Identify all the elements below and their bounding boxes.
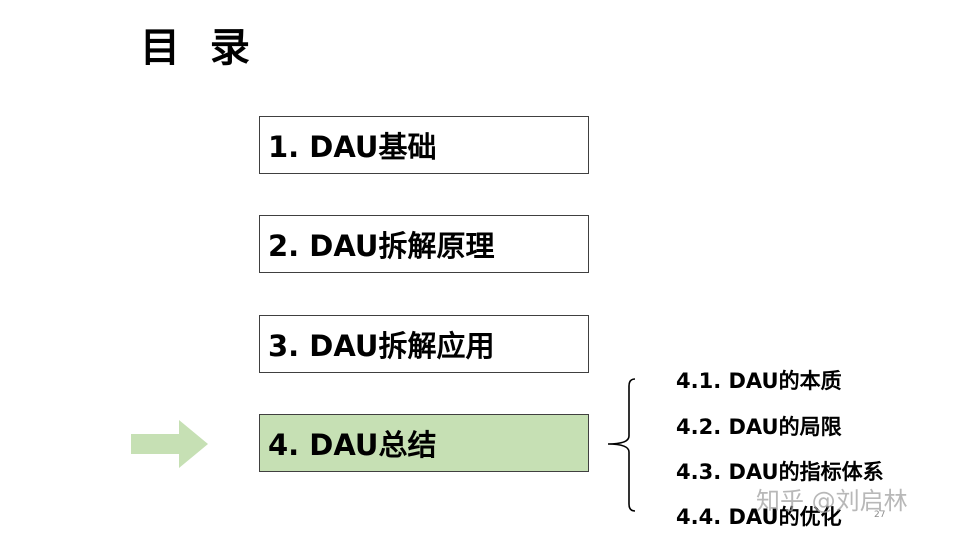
subsection-4-2[interactable]: 4.2. DAU的局限 bbox=[676, 415, 842, 439]
watermark: 知乎 @刘启林 bbox=[756, 487, 908, 515]
section-box-4-active[interactable]: 4. DAU总结 bbox=[259, 414, 589, 472]
curly-brace-icon bbox=[607, 378, 636, 512]
subsection-4-4[interactable]: 4.4. DAU的优化 bbox=[676, 505, 842, 529]
section-label-3: 3. DAU拆解应用 bbox=[268, 329, 495, 363]
section-label-1: 1. DAU基础 bbox=[268, 130, 437, 164]
page-title: 目 录 bbox=[140, 25, 258, 71]
subsection-4-1[interactable]: 4.1. DAU的本质 bbox=[676, 369, 842, 393]
page-number: 27 bbox=[874, 510, 886, 520]
section-box-2[interactable]: 2. DAU拆解原理 bbox=[259, 215, 589, 273]
section-label-4: 4. DAU总结 bbox=[268, 428, 437, 462]
section-box-1[interactable]: 1. DAU基础 bbox=[259, 116, 589, 174]
right-arrow-icon bbox=[131, 420, 208, 468]
subsection-4-3[interactable]: 4.3. DAU的指标体系 bbox=[676, 460, 884, 484]
section-box-3[interactable]: 3. DAU拆解应用 bbox=[259, 315, 589, 373]
section-label-2: 2. DAU拆解原理 bbox=[268, 229, 495, 263]
